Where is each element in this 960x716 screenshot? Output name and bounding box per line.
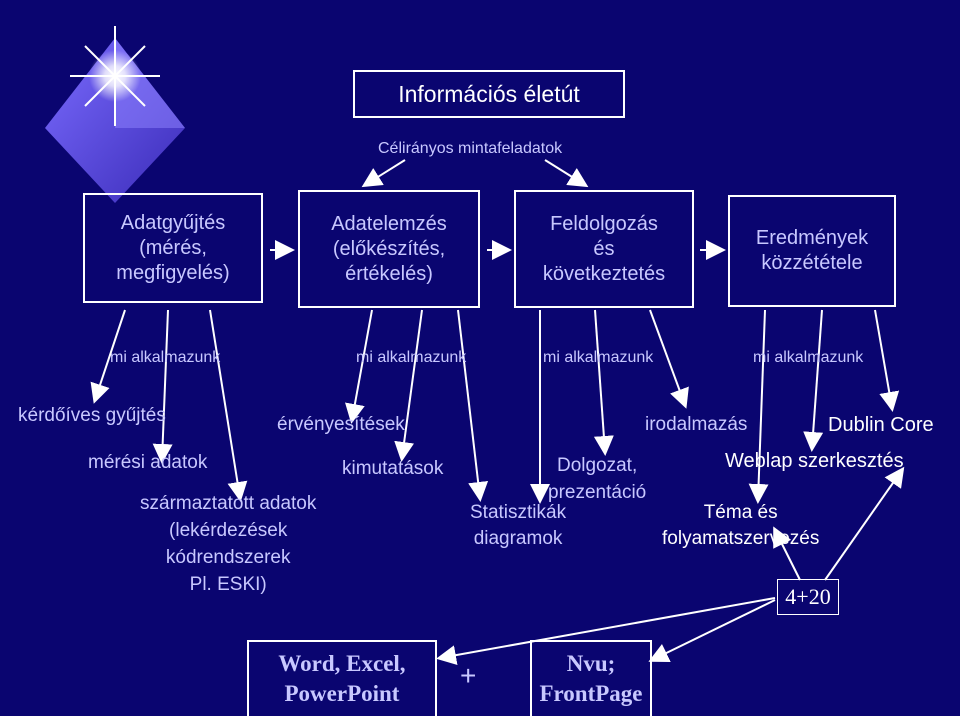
item-paper: Dolgozat, prezentáció: [548, 455, 647, 503]
item-topic: Téma és folyamatszervezés: [662, 502, 820, 549]
title-box: Információs életút: [353, 70, 625, 118]
item-web-editing: Weblap szerkesztés: [725, 450, 904, 472]
stage-publishing: Eredmények közzététele: [728, 195, 896, 307]
tool-web-label: Nvu; FrontPage: [539, 651, 643, 706]
apply-label-2: mi alkalmazunk: [356, 349, 467, 366]
item-stats: Statisztikák diagramok: [470, 502, 567, 549]
arrow-to-stage-2: [361, 159, 406, 188]
stage-label: Feldolgozás és következtetés: [542, 212, 666, 285]
item-dublin-core: Dublin Core: [828, 414, 934, 436]
item-validation: érvényesítések: [277, 414, 405, 435]
item-measure: mérési adatok: [88, 452, 208, 473]
page-title: Információs életút: [398, 80, 580, 107]
subtitle: Célirányos mintafeladatok: [378, 140, 563, 157]
stage-data-analysis: Adatelemzés (előkészítés, értékelés): [298, 190, 480, 308]
stage-label: Adatgyűjtés (mérés, megfigyelés): [116, 211, 230, 284]
item-reports: kimutatások: [342, 458, 444, 479]
count-box: 4+20: [777, 579, 839, 615]
star-logo: [40, 8, 200, 208]
tool-office: Word, Excel, PowerPoint: [247, 640, 437, 716]
count-label: 4+20: [785, 584, 831, 609]
stage-data-collection: Adatgyűjtés (mérés, megfigyelés): [83, 193, 263, 303]
apply-label-1: mi alkalmazunk: [110, 349, 221, 366]
apply-label-3: mi alkalmazunk: [543, 349, 654, 366]
stage-label: Adatelemzés (előkészítés, értékelés): [331, 212, 447, 285]
diamond-star-icon: [45, 26, 185, 203]
tools-plus: +: [460, 660, 477, 691]
apply-label-4: mi alkalmazunk: [753, 349, 864, 366]
stage-processing: Feldolgozás és következtetés: [514, 190, 694, 308]
stage-label: Eredmények közzététele: [755, 227, 869, 274]
arrow-to-stage-3: [544, 159, 589, 188]
item-derived: származtatott adatok (lekérdezések kódre…: [140, 493, 317, 595]
item-literature: irodalmazás: [645, 414, 748, 435]
item-survey: kérdőíves gyűjtés: [18, 405, 166, 426]
tool-web: Nvu; FrontPage: [530, 640, 652, 716]
tool-office-label: Word, Excel, PowerPoint: [278, 651, 406, 706]
